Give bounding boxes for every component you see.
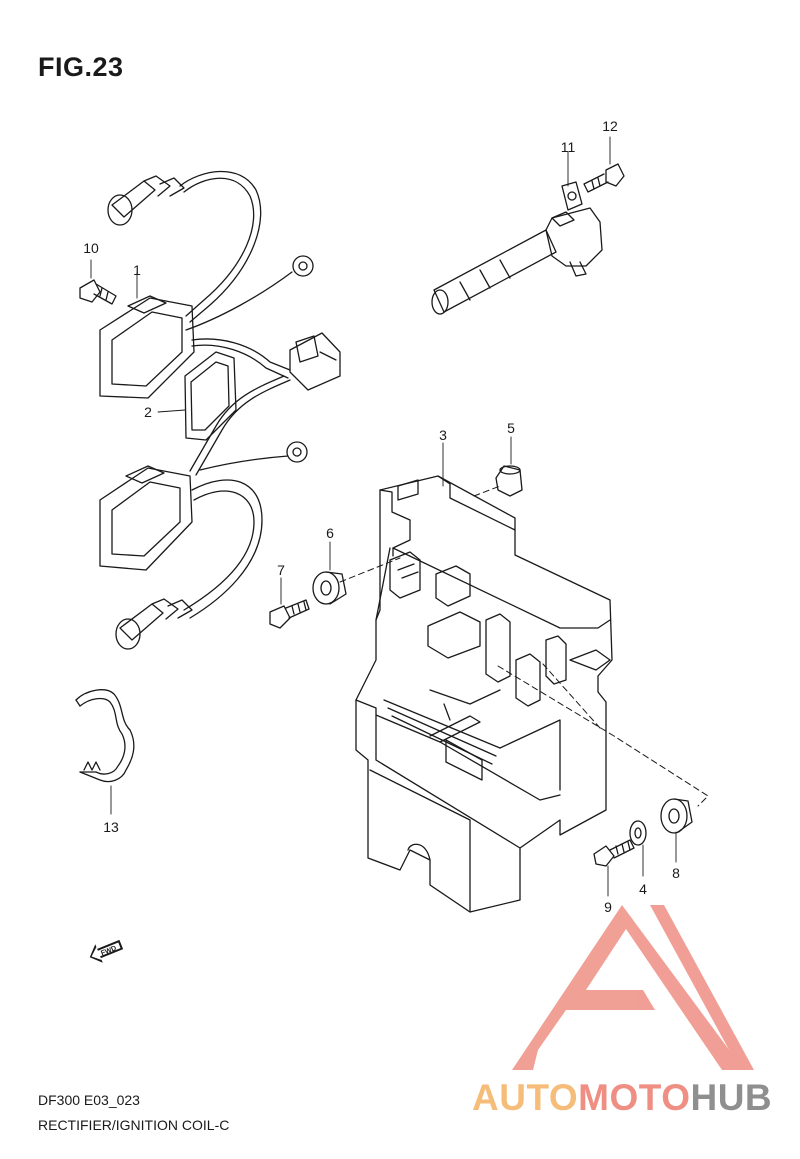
watermark-moto: MOTO <box>578 1077 691 1118</box>
callout-4: 4 <box>639 881 647 897</box>
callout-3: 3 <box>439 427 447 443</box>
callout-10: 10 <box>83 240 99 256</box>
callout-11: 11 <box>560 139 576 155</box>
part-5-grommet <box>495 465 523 497</box>
callout-8: 8 <box>672 865 680 881</box>
callout-13: 13 <box>103 819 119 835</box>
watermark-logo <box>512 905 754 1070</box>
part-8-grommet <box>660 798 693 834</box>
part-13-clamp <box>75 689 135 783</box>
callout-9: 9 <box>604 899 612 915</box>
fwd-arrow-icon: FWD <box>89 939 124 963</box>
watermark-hub: HUB <box>690 1077 773 1118</box>
callout-leaders <box>90 136 677 897</box>
watermark-auto: AUTO <box>472 1077 579 1118</box>
leader-lines <box>339 485 709 807</box>
part-12-bolt <box>583 163 625 193</box>
callout-5: 5 <box>507 420 515 436</box>
diagram-description: RECTIFIER/IGNITION COIL-C <box>38 1117 230 1133</box>
part-3-bracket <box>355 475 613 913</box>
part-2-gasket <box>184 351 237 441</box>
callout-2: 2 <box>144 404 152 420</box>
part-10-bolt <box>79 279 117 305</box>
callout-1: 1 <box>133 262 141 278</box>
part-11-ignition-coil <box>431 181 603 315</box>
callout-6: 6 <box>326 525 334 541</box>
diagram-code: DF300 E03_023 <box>38 1092 140 1108</box>
part-1-rectifier <box>99 170 341 650</box>
part-9-bolt <box>593 839 635 867</box>
figure-title: FIG.23 <box>38 52 124 82</box>
part-7-bolt <box>269 599 310 629</box>
watermark-text: AUTOMOTOHUB <box>472 1077 772 1119</box>
part-4-washer <box>629 820 647 846</box>
callout-7: 7 <box>277 562 285 578</box>
part-6-grommet <box>312 571 347 605</box>
callout-12: 12 <box>602 118 618 134</box>
